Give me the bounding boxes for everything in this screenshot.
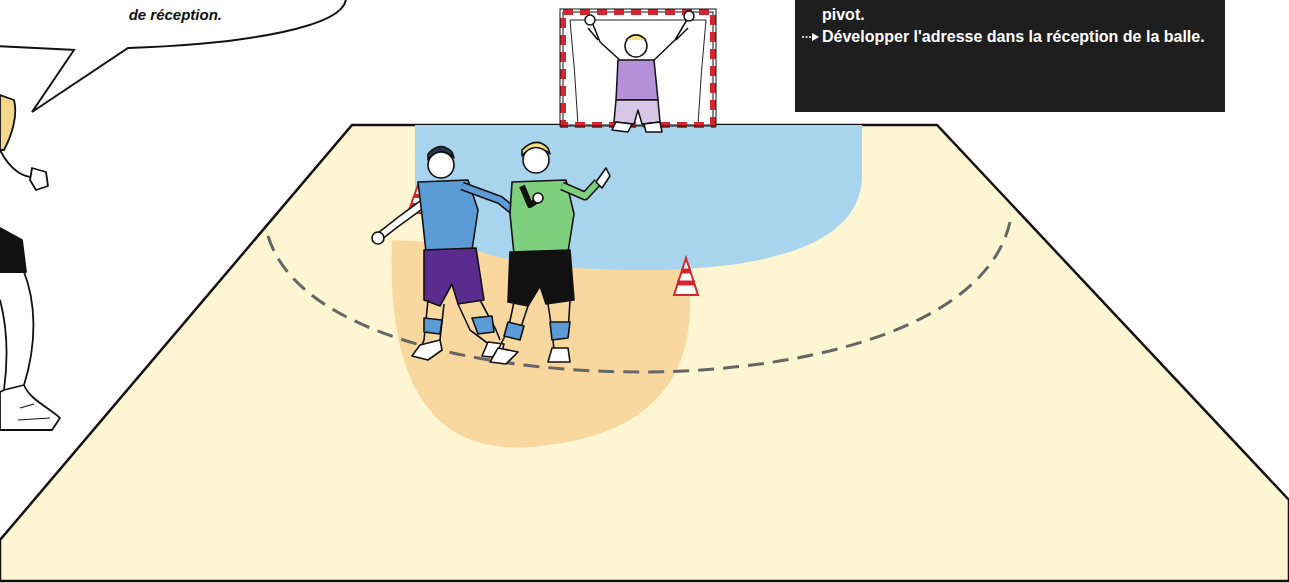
speech-text: de réception. xyxy=(100,6,222,24)
goal xyxy=(560,9,716,126)
free-throw-line xyxy=(268,222,1010,372)
goalkeeper xyxy=(585,11,694,132)
goal-area xyxy=(415,125,862,270)
speech-text-node: de réception. xyxy=(96,6,226,24)
coach-figure xyxy=(0,95,60,430)
pivot-player xyxy=(490,142,610,364)
objective-line: pivot. xyxy=(822,4,1213,26)
defender-player xyxy=(372,146,515,360)
objective-item: Développer l'adresse dans la réception d… xyxy=(822,26,1213,48)
pivot-zone xyxy=(392,240,690,447)
objective-box: pivot.Développer l'adresse dans la récep… xyxy=(795,0,1225,112)
bullet-arrow xyxy=(801,31,821,43)
cone xyxy=(674,258,698,295)
court-floor xyxy=(0,125,1289,581)
speech-bubble xyxy=(0,0,346,112)
